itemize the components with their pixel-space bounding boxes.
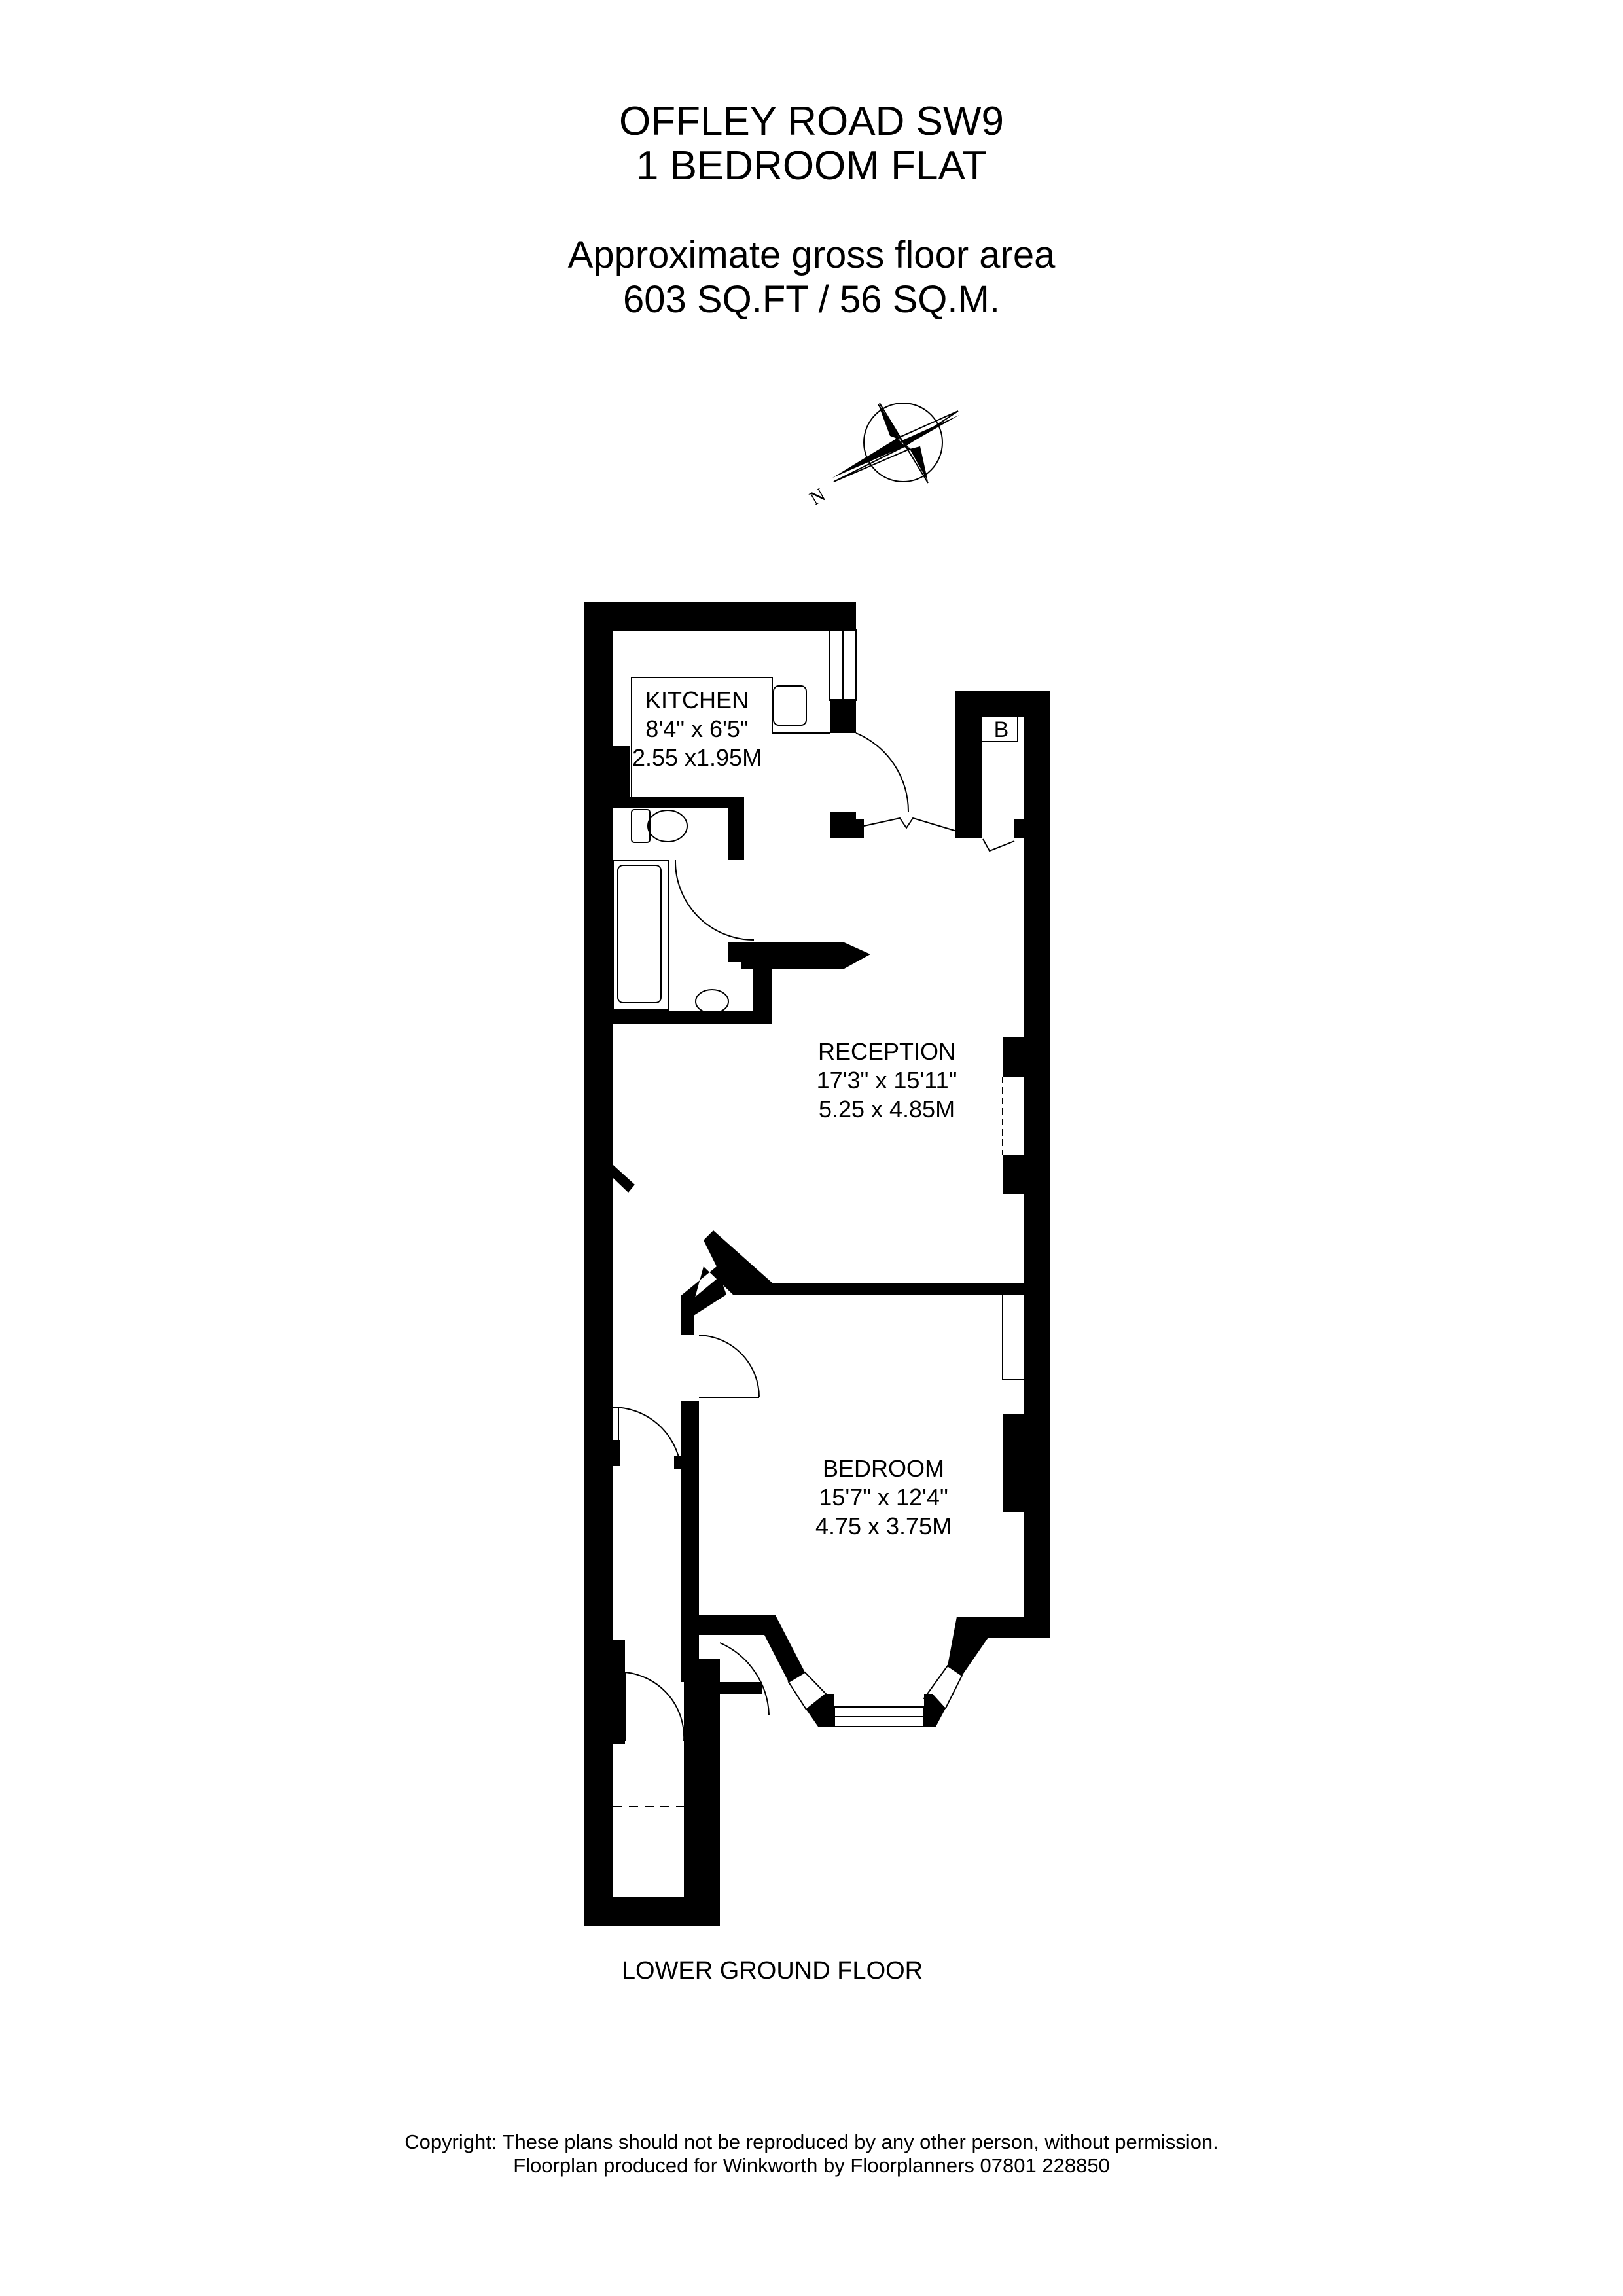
room-name: KITCHEN — [645, 687, 749, 713]
kitchen-door-swing — [855, 732, 909, 812]
wall-bathroom-top — [613, 797, 744, 808]
area-value: 603 SQ.FT / 56 SQ.M. — [623, 278, 1000, 321]
room-dimensions-imperial: 17'3" x 15'11" — [816, 1067, 957, 1094]
area-label: Approximate gross floor area — [567, 234, 1056, 276]
wall-bathroom-bottom — [613, 1011, 772, 1024]
window-bay-right — [923, 1664, 963, 1710]
toilet-cistern-icon — [631, 809, 651, 843]
room-reception: RECEPTION 17'3" x 15'11" 5.25 x 4.85M — [749, 1037, 1024, 1124]
kitchen-worktop — [631, 677, 830, 797]
wall-bay-left — [699, 1615, 805, 1682]
basin-icon — [695, 989, 729, 1014]
wall-left-outer — [584, 602, 613, 1926]
room-bedroom: BEDROOM 15'7" x 12'4" 4.75 x 3.75M — [746, 1454, 1021, 1541]
copyright-notice: Copyright: These plans should not be rep… — [404, 2130, 1219, 2153]
double-door — [863, 817, 957, 832]
window-bedroom-side — [1002, 1294, 1025, 1380]
room-dimensions-imperial: 8'4" x 6'5" — [645, 715, 749, 742]
bath-outline — [613, 860, 669, 1011]
floor-label: LOWER GROUND FLOOR — [621, 1957, 923, 1984]
boiler-box — [981, 716, 1018, 742]
room-dimensions-metric: 5.25 x 4.85M — [818, 1096, 955, 1122]
wall-bathroom-right-upper — [728, 797, 744, 860]
wall-cupboard-left — [955, 691, 982, 838]
bath-icon — [617, 865, 662, 1003]
window-bay-left — [787, 1671, 827, 1711]
wall-reception-bedroom — [769, 1283, 1024, 1295]
toilet-bowl-icon — [647, 810, 688, 842]
hall-door-swing — [613, 1407, 681, 1467]
room-kitchen: KITCHEN 8'4" x 6'5" 2.55 x1.95M — [560, 686, 834, 772]
bathroom-door-swing — [674, 859, 755, 941]
cupboard-door — [982, 838, 1015, 852]
room-dimensions-metric: 4.75 x 3.75M — [815, 1513, 952, 1539]
lower-door-swing-right — [719, 1642, 770, 1715]
kitchen-sink-icon — [773, 685, 807, 726]
room-dimensions-imperial: 15'7" x 12'4" — [819, 1484, 948, 1511]
property-address: OFFLEY ROAD SW9 — [619, 99, 1004, 144]
wall-chimney — [741, 942, 870, 969]
room-name: RECEPTION — [817, 1038, 956, 1065]
bedroom-door-swing — [698, 1335, 760, 1398]
room-dimensions-metric: 2.55 x1.95M — [632, 744, 762, 771]
wall-bay-right — [948, 1617, 1050, 1676]
wall-kitchen-right-pier — [830, 699, 856, 733]
wall-bottom — [584, 1897, 720, 1926]
wall-kitchen-top — [584, 602, 856, 631]
wall-right-outer — [1024, 691, 1050, 1638]
property-type: 1 BEDROOM FLAT — [635, 143, 988, 188]
room-name: BEDROOM — [822, 1455, 944, 1482]
wall-lower-corridor-right — [684, 1682, 720, 1926]
wall-corridor-right — [681, 1401, 699, 1662]
boiler-label: B — [993, 717, 1009, 742]
credit-notice: Floorplan produced for Winkworth by Floo… — [513, 2154, 1110, 2177]
lower-door-swing-left — [624, 1672, 685, 1742]
